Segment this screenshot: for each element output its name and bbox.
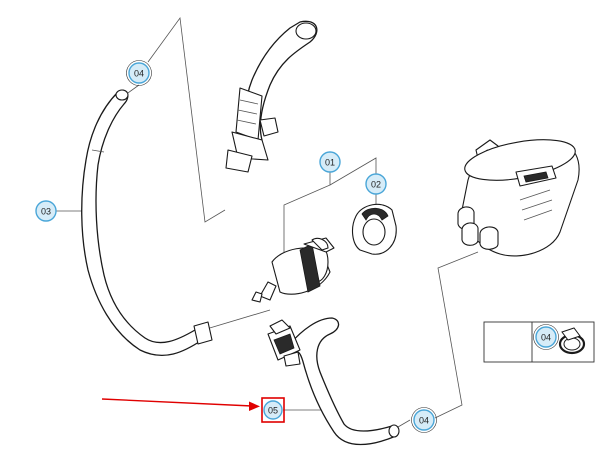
evap-canister <box>457 139 580 257</box>
leader-lines <box>56 16 479 428</box>
svg-text:04: 04 <box>419 416 429 426</box>
bracket-02 <box>351 203 397 255</box>
callout-05[interactable]: 05 <box>261 397 285 423</box>
svg-text:01: 01 <box>325 158 335 168</box>
hose-05 <box>267 317 400 446</box>
hose-clamp-icon <box>558 327 586 355</box>
callout-01[interactable]: 01 <box>319 151 341 173</box>
callout-04-bottom[interactable]: 04 <box>411 407 437 433</box>
red-pointer-arrow <box>101 398 260 411</box>
callout-04-top[interactable]: 04 <box>126 60 152 86</box>
callout-04-legend[interactable]: 04 <box>533 324 559 350</box>
svg-text:03: 03 <box>41 207 51 217</box>
svg-text:04: 04 <box>541 333 551 343</box>
purge-valve-01 <box>251 237 335 303</box>
svg-text:04: 04 <box>134 69 144 79</box>
hose-03 <box>81 89 213 357</box>
svg-text:02: 02 <box>371 180 381 190</box>
svg-text:05: 05 <box>268 406 278 416</box>
callout-03[interactable]: 03 <box>35 200 57 222</box>
upper-inlet-pipe <box>225 20 318 173</box>
callout-02[interactable]: 02 <box>365 173 387 195</box>
